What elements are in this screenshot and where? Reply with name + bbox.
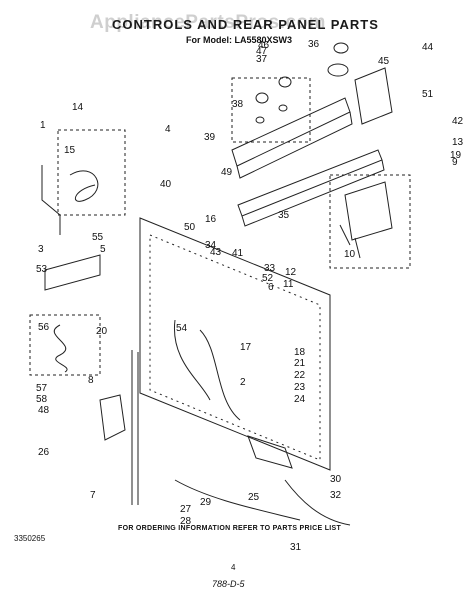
callout-19: 19 (450, 150, 462, 161)
callout-27: 27 (180, 504, 192, 515)
diagram-title: CONTROLS AND REAR PANEL PARTS (112, 17, 379, 32)
callout-46: 46 (258, 40, 270, 51)
callout-23: 23 (294, 382, 306, 393)
callout-56: 56 (38, 322, 50, 333)
callout-2: 2 (240, 377, 246, 388)
callout-31: 31 (290, 542, 302, 553)
callout-36: 36 (308, 39, 320, 50)
callout-51: 51 (422, 89, 434, 100)
callout-39: 39 (204, 132, 216, 143)
callout-22: 22 (294, 370, 306, 381)
callout-26: 26 (38, 447, 50, 458)
ordering-note: FOR ORDERING INFORMATION REFER TO PARTS … (118, 525, 342, 532)
callout-37: 37 (256, 54, 268, 65)
callout-20: 20 (96, 326, 108, 337)
callout-12: 12 (285, 267, 297, 278)
callout-33: 33 (264, 263, 276, 274)
callout-29: 29 (200, 497, 212, 508)
callout-16: 16 (205, 214, 217, 225)
callout-40: 40 (160, 179, 172, 190)
callout-14: 14 (72, 102, 84, 113)
callout-3: 3 (38, 244, 44, 255)
callout-7: 7 (90, 490, 96, 501)
callout-53: 53 (36, 264, 48, 275)
watermark-text: AppliancePartsPros.com (90, 12, 326, 33)
model-label: For Model: LA5580XSW3 (186, 35, 293, 45)
callout-35: 35 (278, 210, 290, 221)
callout-44: 44 (422, 42, 434, 53)
callout-41: 41 (232, 248, 244, 259)
callout-34: 34 (205, 240, 217, 251)
callout-49: 49 (221, 167, 233, 178)
callout-15: 15 (64, 145, 76, 156)
callout-42: 42 (452, 116, 464, 127)
callout-5: 5 (100, 244, 106, 255)
callout-11: 11 (283, 279, 294, 290)
callout-28: 28 (180, 516, 192, 527)
callout-43: 43 (210, 247, 222, 258)
callout-52: 52 (262, 273, 274, 284)
callout-18: 18 (294, 347, 306, 358)
callout-57: 57 (36, 383, 48, 394)
callout-24: 24 (294, 394, 306, 405)
callout-48: 48 (38, 405, 50, 416)
document-part-number: 3350265 (14, 534, 46, 543)
callout-30: 30 (330, 474, 342, 485)
callout-6: 6 (268, 282, 274, 293)
callout-9: 9 (452, 157, 458, 168)
callout-32: 32 (330, 490, 342, 501)
handwritten-signature: 788-D-5 (212, 579, 245, 589)
callout-10: 10 (344, 249, 356, 260)
page-number: 4 (231, 563, 236, 572)
callout-55: 55 (92, 232, 104, 243)
callout-1: 1 (40, 120, 46, 131)
callout-21: 21 (294, 358, 306, 369)
callout-8: 8 (88, 375, 94, 386)
callout-50: 50 (184, 222, 196, 233)
callout-13: 13 (452, 137, 464, 148)
callout-54: 54 (176, 323, 188, 334)
callout-25: 25 (248, 492, 260, 503)
callout-45: 45 (378, 56, 390, 67)
callout-38: 38 (232, 99, 244, 110)
callout-58: 58 (36, 394, 48, 405)
callout-47: 47 (256, 46, 268, 57)
callout-17: 17 (240, 342, 252, 353)
callout-4: 4 (165, 124, 171, 135)
